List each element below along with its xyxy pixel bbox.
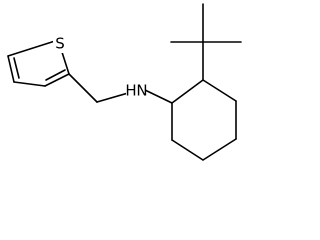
bond-ch2-n [96, 92, 129, 103]
molecule-structure: S H N [7, 3, 242, 161]
tert-butyl-group [170, 3, 242, 81]
bond-c2-c3 [44, 73, 70, 87]
bond-c5-s [7, 40, 56, 57]
bond-c1-c2 [171, 79, 204, 104]
bond-s-c2 [60, 48, 70, 75]
amine-group: H N [125, 82, 148, 101]
bond-c5-c6 [171, 139, 204, 161]
bond-thiophene-ch2 [68, 73, 98, 103]
bond-c4-c5 [7, 55, 15, 83]
bond-c2-c3 [202, 79, 237, 102]
thiophene-ring [7, 40, 70, 87]
bond-c2-c3-inner [45, 69, 66, 81]
bond-n-c1 [144, 89, 173, 104]
cyclohexane-ring [144, 79, 237, 161]
bond-c4-c5-inner [13, 57, 20, 79]
bond-c3-c4 [13, 81, 46, 87]
amine-n-label: N [136, 82, 147, 100]
amine-h-label: H [125, 82, 136, 100]
sulfur-atom: S [53, 35, 67, 53]
sulfur-label: S [55, 35, 65, 53]
bond-c4-c5 [202, 138, 237, 161]
